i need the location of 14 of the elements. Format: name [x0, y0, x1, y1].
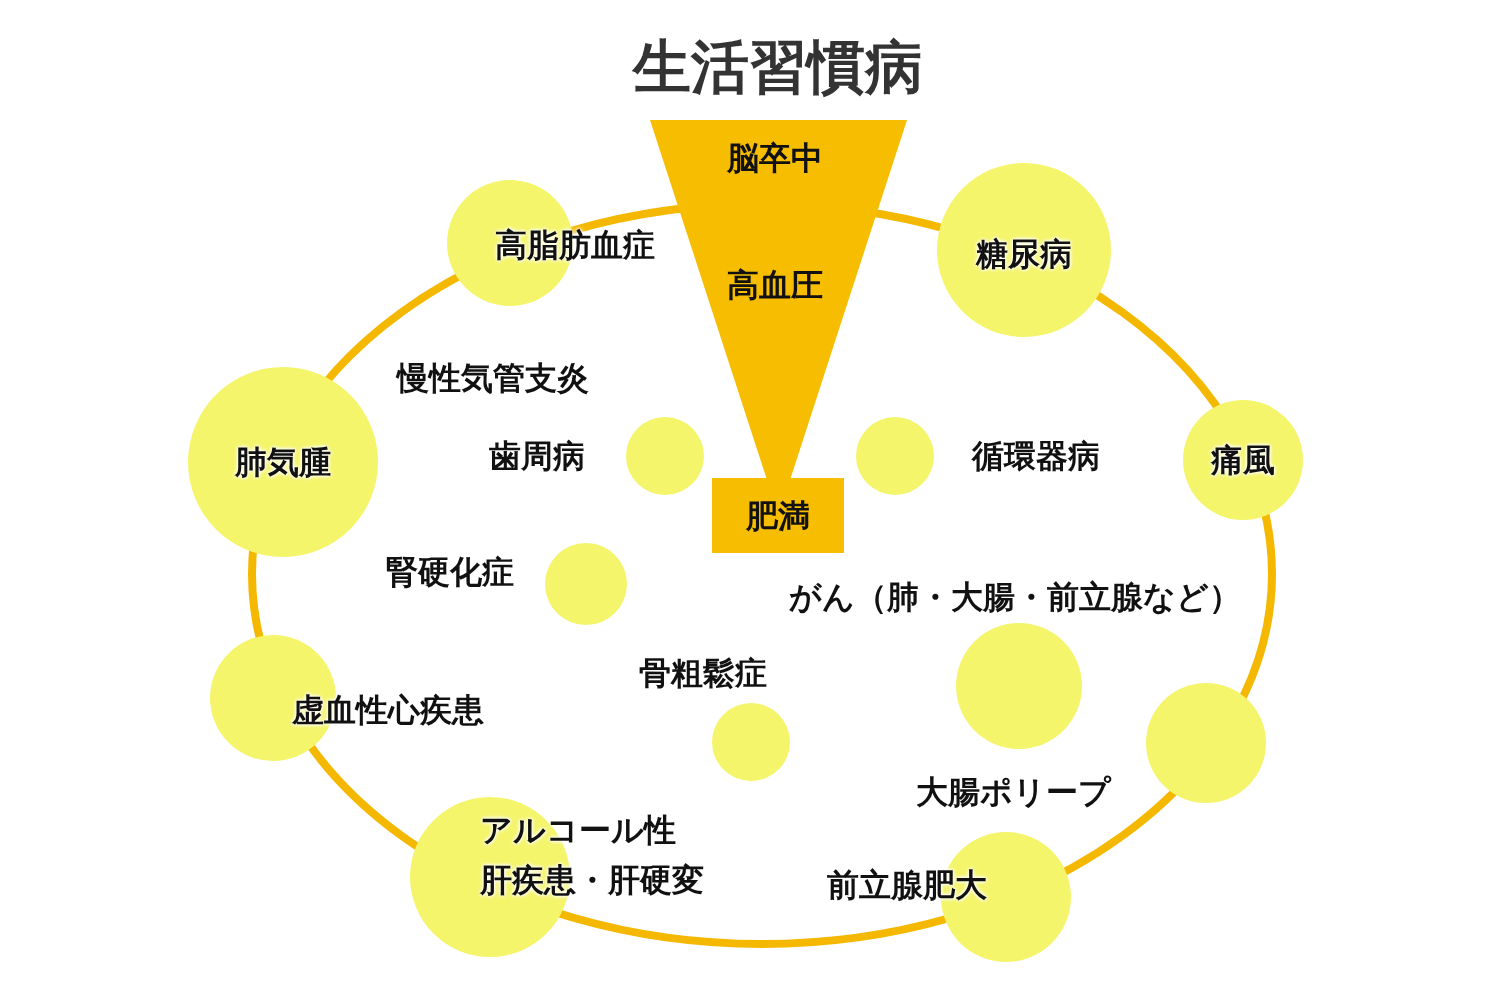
node-label: 糖尿病: [976, 234, 1072, 274]
disease-label: 腎硬化症: [386, 552, 514, 592]
node-label: 肺気腫: [235, 442, 331, 482]
disease-label: 循環器病: [972, 436, 1100, 476]
disease-label: 骨粗鬆症: [639, 653, 767, 693]
disease-label: 大腸ポリープ: [915, 772, 1111, 812]
disease-label: 歯周病: [489, 436, 585, 476]
disease-label: 慢性気管支炎: [397, 358, 589, 398]
node-label: 脳卒中: [727, 138, 823, 178]
node-label: 高血圧: [727, 265, 823, 305]
label-box: 肥満: [712, 478, 844, 553]
title: 生活習慣病: [633, 33, 923, 103]
node-label: 痛風: [1211, 440, 1275, 480]
disease-label: がん（肺・大腸・前立腺など）: [789, 577, 1241, 617]
